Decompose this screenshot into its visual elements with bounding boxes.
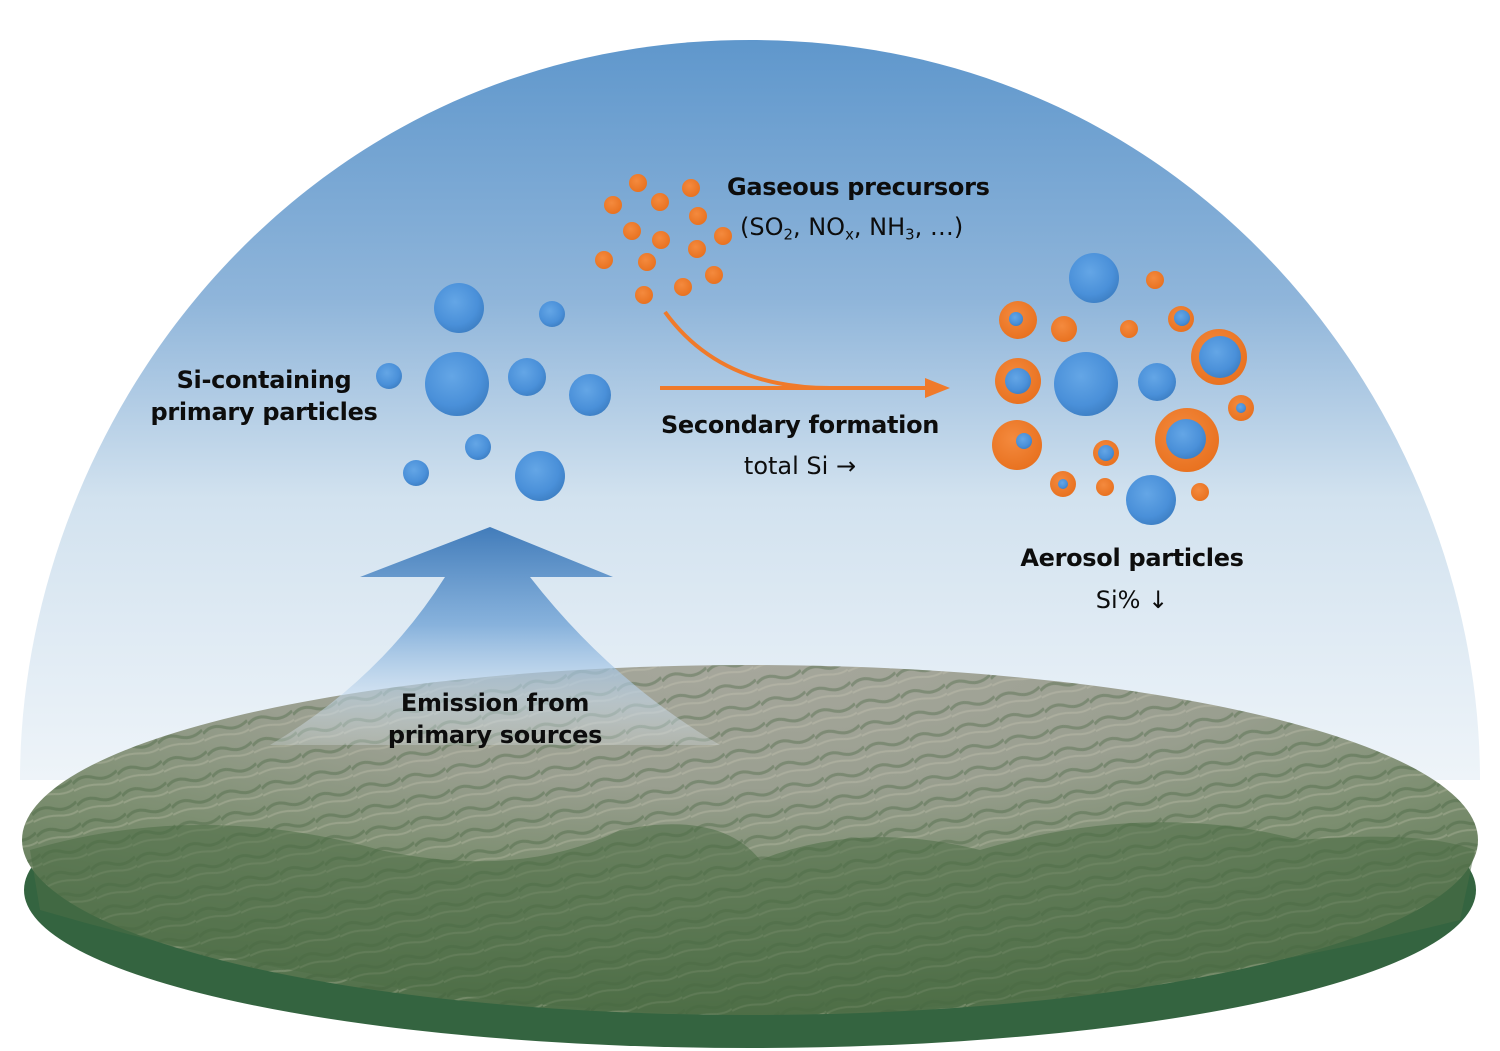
primary-particle [465, 434, 491, 460]
aerosol-coated-particle [1050, 471, 1076, 497]
aerosol-coated-particle [1191, 329, 1247, 385]
precursor-droplet [595, 251, 613, 269]
aerosol-coated-particle [992, 420, 1042, 470]
species-so2: SO [749, 213, 784, 241]
secondary-formation-arrow [660, 310, 950, 398]
aerosol-secondary-droplet [1191, 483, 1209, 501]
primary-particle [508, 358, 546, 396]
aerosol-secondary-droplet [1146, 271, 1164, 289]
primary-particle [425, 352, 489, 416]
species-tail: , …) [914, 213, 964, 241]
primary-particle [434, 283, 484, 333]
aerosol-primary-core [1126, 475, 1176, 525]
species-open: ( [740, 213, 750, 241]
aerosol-coated-particle [995, 358, 1041, 404]
gaseous-precursors-species: (SO2, NOx, NH3, …) [740, 212, 963, 244]
emission-label-line1: Emission from [400, 689, 590, 717]
primary-particle [376, 363, 402, 389]
aerosol-secondary-droplet [1120, 320, 1138, 338]
primary-particles-label: Si-containing primary particles [140, 365, 388, 428]
aerosol-secondary-droplet [1096, 478, 1114, 496]
precursor-droplet [623, 222, 641, 240]
precursor-droplet [629, 174, 647, 192]
primary-particles-cluster [376, 283, 611, 501]
aerosol-primary-core [1138, 363, 1176, 401]
sky-dome [20, 40, 1480, 780]
precursor-droplet [604, 196, 622, 214]
precursor-droplet [652, 231, 670, 249]
secondary-formation-label: Secondary formation [660, 411, 940, 439]
species-so2-sub: 2 [783, 225, 793, 244]
primary-particles-label-line1: Si-containing [176, 366, 352, 394]
gaseous-precursors-title: Gaseous precursors [727, 173, 990, 201]
precursor-droplet [688, 240, 706, 258]
precursor-droplet [674, 278, 692, 296]
emission-arrow [270, 527, 720, 745]
primary-particles-label-line2: primary particles [150, 397, 378, 426]
aerosol-coated-particle [1228, 395, 1254, 421]
aerosol-particles-cluster [992, 253, 1254, 525]
primary-particle [539, 301, 565, 327]
precursor-droplet [682, 179, 700, 197]
primary-particle [403, 460, 429, 486]
precursor-droplet [714, 227, 732, 245]
aerosol-primary-core [1054, 352, 1118, 416]
aerosol-coated-particle [1155, 408, 1219, 472]
species-nox: , NO [792, 213, 846, 241]
total-si-label: total Si → [743, 452, 857, 480]
aerosol-coated-particle [999, 301, 1037, 339]
primary-particle [515, 451, 565, 501]
precursor-droplet [638, 253, 656, 271]
si-percent-label: Si% ↓ [1095, 586, 1169, 614]
aerosol-secondary-droplet [1051, 316, 1077, 342]
gaseous-precursor-droplets [595, 174, 732, 304]
precursor-droplet [689, 207, 707, 225]
species-nox-sub: x [845, 225, 854, 244]
mountain-ridges [30, 822, 1475, 1015]
precursor-droplet [705, 266, 723, 284]
emission-label-line2: primary sources [387, 720, 603, 749]
aerosol-coated-particle [1168, 306, 1194, 332]
precursor-droplet [651, 193, 669, 211]
precursor-droplet [635, 286, 653, 304]
emission-label: Emission from primary sources [370, 688, 620, 751]
primary-particle [569, 374, 611, 416]
species-nh3: , NH [853, 213, 906, 241]
aerosol-particles-label: Aerosol particles [1020, 544, 1244, 572]
species-nh3-sub: 3 [905, 225, 915, 244]
aerosol-primary-core [1069, 253, 1119, 303]
aerosol-coated-particle [1093, 440, 1119, 466]
